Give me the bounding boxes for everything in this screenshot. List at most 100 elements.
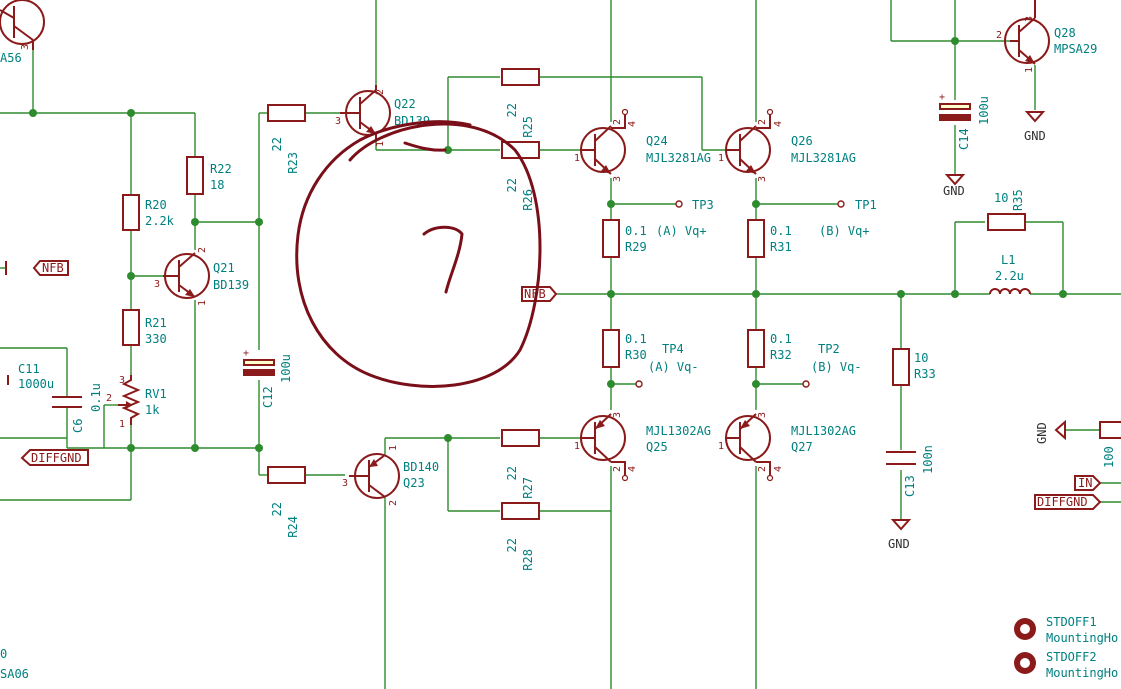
transistor-q27: 3 1 2 4 MJL1302AG Q27 xyxy=(718,412,856,482)
annotation-digit: 7 xyxy=(428,323,429,325)
svg-text:100u: 100u xyxy=(279,354,293,383)
transistor-q25: 3 1 2 4 MJL1302AG Q25 xyxy=(574,412,711,482)
svg-text:Q23: Q23 xyxy=(403,476,425,490)
transistor-q28: 3 2 1 Q28 MPSA29 xyxy=(996,0,1097,73)
resistor-r26: 22 R26 xyxy=(501,141,540,211)
vq-labels: (A) Vq+ (B) Vq+ (A) Vq- (B) Vq- xyxy=(648,224,870,374)
svg-text:2: 2 xyxy=(757,119,768,125)
svg-text:R25: R25 xyxy=(521,116,535,138)
svg-text:Q28: Q28 xyxy=(1054,26,1076,40)
svg-text:3: 3 xyxy=(1024,16,1035,22)
capacitor-c12: + 100u C12 xyxy=(243,348,293,408)
svg-text:C11: C11 xyxy=(18,362,40,376)
svg-text:(A) Vq+: (A) Vq+ xyxy=(656,224,707,238)
svg-text:GND: GND xyxy=(943,184,965,198)
svg-text:2: 2 xyxy=(375,89,386,95)
svg-text:R23: R23 xyxy=(286,152,300,174)
svg-text:3: 3 xyxy=(757,412,768,418)
ground-c14: GND xyxy=(943,174,966,198)
svg-text:R20: R20 xyxy=(145,198,167,212)
svg-text:MJL1302AG: MJL1302AG xyxy=(791,424,856,438)
svg-text:R30: R30 xyxy=(625,348,647,362)
svg-text:0.1: 0.1 xyxy=(770,224,792,238)
svg-text:R22: R22 xyxy=(210,162,232,176)
resistor-r25: 22 R25 xyxy=(501,68,540,138)
annotation-circle: 7 xyxy=(295,120,542,388)
svg-text:1k: 1k xyxy=(145,403,160,417)
resistor-r35: 10 R35 xyxy=(987,189,1026,231)
svg-text:C13: C13 xyxy=(903,475,917,497)
resistor-r28: 22 R28 xyxy=(501,502,540,571)
svg-text:TP4: TP4 xyxy=(662,342,684,356)
svg-text:0: 0 xyxy=(0,647,7,661)
resistor-r20: R20 2.2k xyxy=(122,194,175,231)
svg-text:R35: R35 xyxy=(1011,189,1025,211)
svg-text:Q25: Q25 xyxy=(646,440,668,454)
ground-right: GND xyxy=(1035,419,1066,444)
svg-text:R27: R27 xyxy=(521,477,535,499)
svg-text:STDOFF1: STDOFF1 xyxy=(1046,615,1097,629)
svg-text:MJL3281AG: MJL3281AG xyxy=(646,151,711,165)
svg-text:L1: L1 xyxy=(1001,253,1015,267)
svg-text:C12: C12 xyxy=(261,386,275,408)
resistor-r29: 0.1 R29 xyxy=(602,219,647,258)
capacitor-c13: 100n C13 xyxy=(886,445,935,497)
svg-text:330: 330 xyxy=(145,332,167,346)
svg-text:4: 4 xyxy=(773,466,784,472)
resistor-right-edge: 100 xyxy=(1099,421,1121,468)
netlabel-in: IN xyxy=(1074,475,1102,491)
svg-text:(B) Vq-: (B) Vq- xyxy=(811,360,862,374)
svg-text:10: 10 xyxy=(914,351,928,365)
transistor-q26: 2 4 1 3 Q26 MJL3281AG xyxy=(718,108,856,182)
svg-text:(A) Vq-: (A) Vq- xyxy=(648,360,699,374)
svg-text:TP2: TP2 xyxy=(818,342,840,356)
svg-text:GND: GND xyxy=(1035,422,1049,444)
svg-text:DIFFGND: DIFFGND xyxy=(1037,495,1088,509)
svg-text:4: 4 xyxy=(627,121,638,127)
svg-text:2.2k: 2.2k xyxy=(145,214,175,228)
svg-text:TP3: TP3 xyxy=(692,198,714,212)
resistor-r33: 10 R33 xyxy=(892,348,936,386)
capacitor-c6: 0.1u C6 xyxy=(52,383,103,433)
testpoint-tp3: TP3 xyxy=(675,198,714,212)
resistor-r21: R21 330 xyxy=(122,309,167,346)
svg-text:R29: R29 xyxy=(625,240,647,254)
svg-text:SA06: SA06 xyxy=(0,667,29,681)
svg-text:22: 22 xyxy=(505,466,519,480)
svg-text:R24: R24 xyxy=(286,516,300,538)
svg-text:3: 3 xyxy=(20,44,31,50)
svg-text:1: 1 xyxy=(574,441,580,452)
svg-text:Q21: Q21 xyxy=(213,261,235,275)
svg-text:2.2u: 2.2u xyxy=(995,269,1024,283)
resistor-r24: 22 R24 xyxy=(267,466,306,538)
svg-text:BD139: BD139 xyxy=(213,278,249,292)
svg-text:10: 10 xyxy=(994,191,1008,205)
svg-text:0.1u: 0.1u xyxy=(89,383,103,412)
svg-text:22: 22 xyxy=(270,137,284,151)
svg-text:2: 2 xyxy=(612,119,623,125)
resistor-r30: 0.1 R30 xyxy=(602,329,647,368)
svg-text:22: 22 xyxy=(505,103,519,117)
svg-text:RV1: RV1 xyxy=(145,387,167,401)
svg-text:Q22: Q22 xyxy=(394,97,416,111)
transistor-bottom-left-labels: 0 SA06 xyxy=(0,647,29,681)
svg-text:4: 4 xyxy=(627,466,638,472)
svg-text:MountingHo: MountingHo xyxy=(1046,631,1118,645)
testpoint-tp2: TP2 xyxy=(802,342,840,388)
svg-text:IN: IN xyxy=(1078,476,1092,490)
testpoint-tp4: TP4 xyxy=(635,342,684,388)
ground-c13: GND xyxy=(888,519,912,551)
svg-text:1: 1 xyxy=(388,445,399,451)
resistor-r31: 0.1 R31 xyxy=(747,219,792,258)
svg-text:A56: A56 xyxy=(0,51,22,65)
mounting-hole-stdoff2: STDOFF2 MountingHo xyxy=(1014,650,1118,680)
resistor-r27: 22 R27 xyxy=(501,429,540,499)
svg-text:100n: 100n xyxy=(921,445,935,474)
mounting-hole-stdoff1: STDOFF1 MountingHo xyxy=(1014,615,1118,645)
svg-text:GND: GND xyxy=(888,537,910,551)
potentiometer-rv1: 3 2 1 RV1 1k xyxy=(106,375,167,430)
svg-text:1: 1 xyxy=(375,141,386,147)
svg-text:3: 3 xyxy=(154,279,160,290)
svg-text:TP1: TP1 xyxy=(855,198,877,212)
resistor-r23: 22 R23 xyxy=(267,104,306,174)
